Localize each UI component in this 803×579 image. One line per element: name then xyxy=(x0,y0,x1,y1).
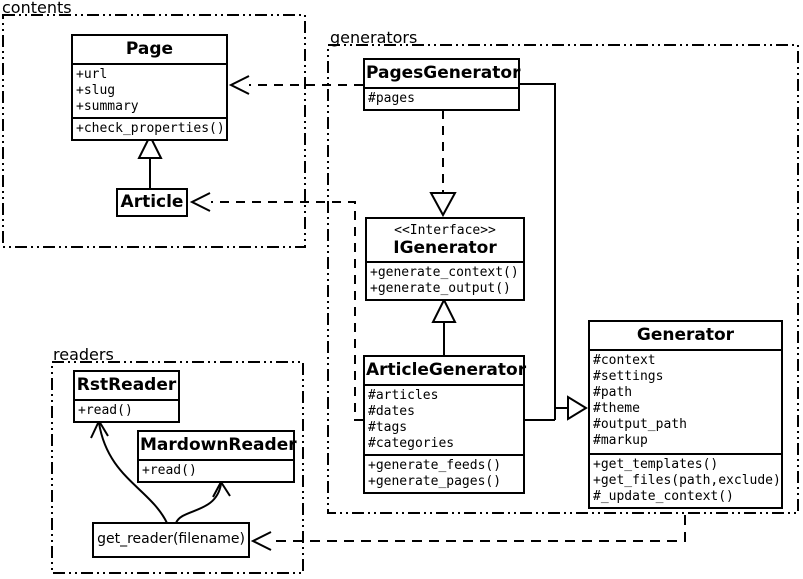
class-method: +read() xyxy=(78,403,133,418)
class-method: +get_templates() xyxy=(593,457,719,472)
class-attribute: #dates xyxy=(368,404,415,419)
class-attribute: +url xyxy=(76,67,108,82)
arrow-getreader-mardownreader xyxy=(175,481,231,524)
class-attribute: #tags xyxy=(368,420,408,435)
class-generator: Generator #context#settings#path#theme#o… xyxy=(588,320,783,509)
open-arrowhead-icon xyxy=(228,75,250,95)
class-title: Article xyxy=(120,192,184,212)
class-method: +generate_context() xyxy=(370,265,519,280)
class-article: Article xyxy=(116,188,188,217)
class-pagesgenerator: PagesGenerator #pages xyxy=(363,58,520,111)
class-attribute: #articles xyxy=(368,388,439,403)
generalization-articlegenerator-igenerator xyxy=(431,297,457,355)
open-arrowhead-icon xyxy=(189,192,211,212)
class-title: ArticleGenerator xyxy=(366,360,527,380)
class-rstreader: RstReader +read() xyxy=(73,370,180,423)
open-arrowhead-icon xyxy=(212,481,231,498)
class-title: RstReader xyxy=(76,375,177,395)
methods-compartment: +generate_context()+generate_output() xyxy=(367,261,523,299)
methods-compartment: +read() xyxy=(139,459,293,481)
class-igenerator: <<Interface>> IGenerator +generate_conte… xyxy=(365,217,525,301)
hollow-triangle-icon xyxy=(137,133,163,159)
readers-package-label: readers xyxy=(53,345,114,364)
dependency-articlegenerator-article xyxy=(189,192,363,421)
class-attribute: #theme xyxy=(593,401,640,416)
attributes-compartment: #articles#dates#tags#categories xyxy=(365,384,523,454)
dependency-generator-getreader xyxy=(250,498,686,551)
readers-package-border xyxy=(51,361,304,574)
class-articlegenerator: ArticleGenerator #articles#dates#tags#ca… xyxy=(363,355,527,494)
class-attribute: #categories xyxy=(368,436,455,451)
class-attribute: #pages xyxy=(368,91,415,106)
class-attribute: +summary xyxy=(76,99,139,114)
class-method: +generate_pages() xyxy=(368,474,502,489)
contents-package-border xyxy=(2,14,306,248)
class-method: #_update_context() xyxy=(593,489,734,504)
class-attribute: #path xyxy=(593,385,633,400)
class-title: Page xyxy=(125,39,174,59)
generators-package-label: generators xyxy=(330,28,418,47)
class-attribute: +slug xyxy=(76,83,116,98)
generators-package-border xyxy=(327,44,799,514)
class-title: PagesGenerator xyxy=(366,63,521,83)
function-box-get-reader: get_reader(filename) xyxy=(92,522,250,558)
hollow-triangle-icon xyxy=(429,192,457,218)
class-attribute: #markup xyxy=(593,433,648,448)
class-title: Generator xyxy=(636,325,735,345)
methods-compartment: +check_properties() xyxy=(73,117,226,139)
class-mardownreader: MardownReader +read() xyxy=(137,430,297,483)
realization-pagesgenerator-igenerator xyxy=(429,110,457,218)
attributes-compartment: #pages xyxy=(365,87,518,109)
arrow-getreader-rstreader xyxy=(90,420,168,524)
open-arrowhead-icon xyxy=(250,531,272,551)
class-page: Page +url+slug+summary +check_properties… xyxy=(71,34,228,141)
open-arrowhead-icon xyxy=(90,420,109,439)
methods-compartment: +read() xyxy=(75,399,178,421)
hollow-triangle-icon xyxy=(431,297,457,323)
generalization-article-page xyxy=(137,133,163,188)
class-title: MardownReader xyxy=(140,435,297,455)
dependency-pagesgenerator-page xyxy=(228,75,363,95)
class-method: +read() xyxy=(142,463,197,478)
class-attribute: #context xyxy=(593,353,656,368)
class-method: +generate_feeds() xyxy=(368,458,502,473)
class-method: +generate_output() xyxy=(370,281,511,296)
generalization-generators-generator xyxy=(520,83,588,421)
methods-compartment: +generate_feeds()+generate_pages() xyxy=(365,454,523,492)
class-title: IGenerator xyxy=(393,238,497,258)
class-method: +check_properties() xyxy=(76,121,225,136)
class-stereotype: <<Interface>> xyxy=(394,223,496,238)
class-attribute: #output_path xyxy=(593,417,687,432)
class-attribute: #settings xyxy=(593,369,664,384)
contents-package-label: contents xyxy=(2,0,72,17)
attributes-compartment: +url+slug+summary xyxy=(73,63,226,117)
attributes-compartment: #context#settings#path#theme#output_path… xyxy=(590,349,781,453)
methods-compartment: +get_templates()+get_files(path,exclude)… xyxy=(590,453,781,507)
hollow-triangle-icon xyxy=(567,395,588,421)
class-method: +get_files(path,exclude) xyxy=(593,473,781,488)
